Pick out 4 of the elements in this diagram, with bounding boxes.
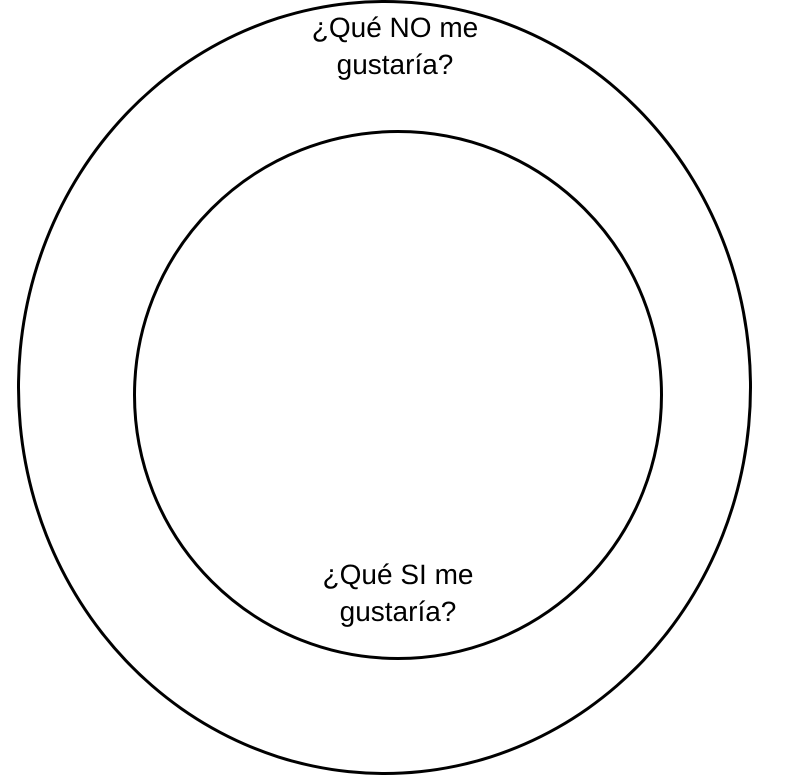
outer-circle [17,0,752,775]
question-text: ¿Qué SI me gustaría? [322,558,474,629]
question-text: ¿Qué NO me gustaría? [310,11,480,82]
inner-circle [133,130,663,660]
